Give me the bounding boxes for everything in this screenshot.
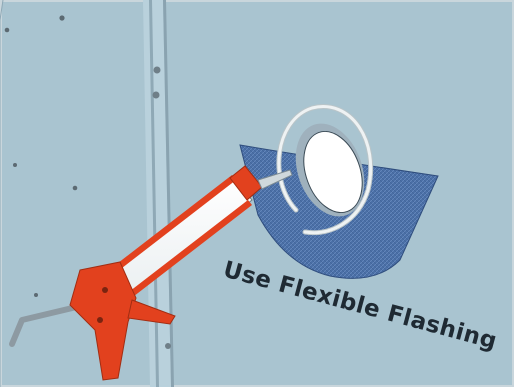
screw-icon — [34, 293, 38, 297]
rivet-icon — [102, 287, 108, 293]
screw-icon — [153, 92, 160, 99]
screw-icon — [165, 343, 171, 349]
screw-icon — [59, 15, 64, 20]
screw-icon — [73, 186, 78, 191]
screw-icon — [5, 28, 10, 33]
screw-icon — [154, 67, 161, 74]
rivet-icon — [97, 317, 103, 323]
screw-icon — [13, 163, 17, 167]
